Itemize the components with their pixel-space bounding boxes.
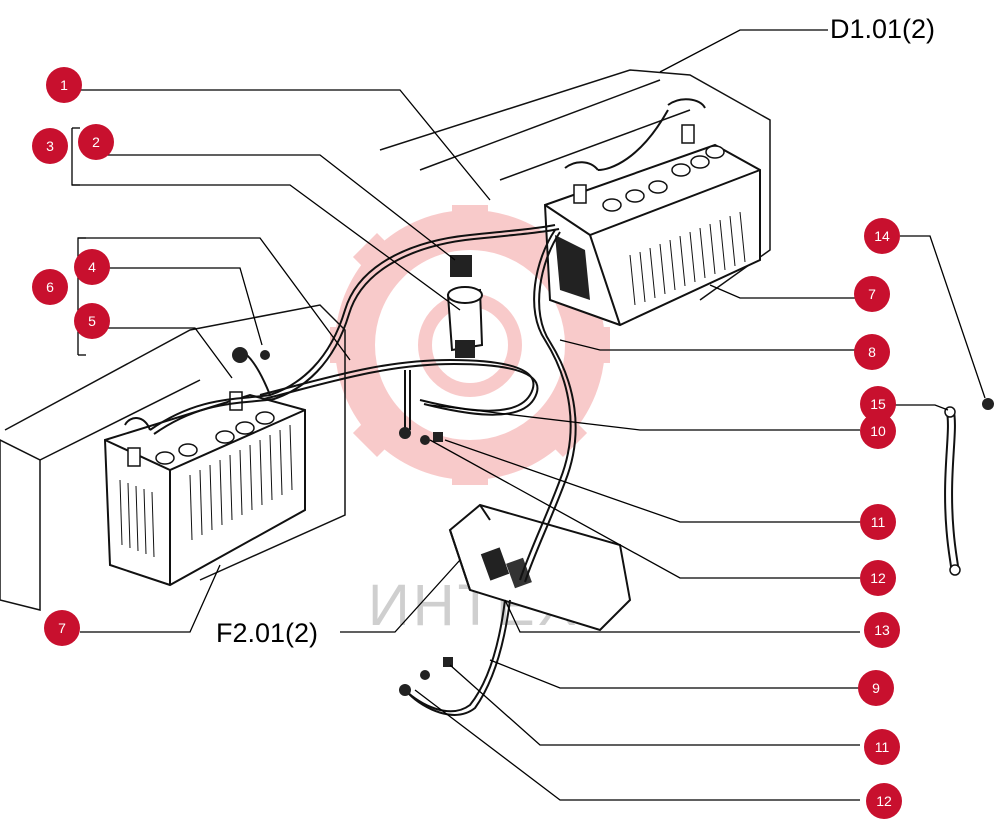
svg-text:11: 11 [875,739,890,755]
svg-text:9: 9 [872,680,880,696]
callout-10: 10 [860,413,896,449]
callout-1: 1 [46,67,82,103]
svg-text:12: 12 [870,570,886,586]
callout-11-upper: 11 [860,504,896,540]
svg-text:7: 7 [868,286,876,302]
callout-12-upper: 12 [860,560,896,596]
svg-text:3: 3 [46,138,54,154]
watermark-gear-logo [330,205,610,485]
battery-lower [103,391,306,587]
svg-text:12: 12 [876,793,892,809]
callout-5: 5 [74,303,110,339]
svg-text:5: 5 [88,313,96,329]
svg-text:11: 11 [871,514,886,530]
svg-text:2: 2 [92,134,100,150]
callout-4: 4 [74,249,110,285]
svg-text:1: 1 [60,77,68,93]
svg-text:14: 14 [874,228,890,244]
svg-text:4: 4 [88,259,96,275]
callout-12-lower: 12 [866,783,902,819]
callout-8: 8 [854,334,890,370]
callout-14: 14 [864,218,900,254]
reference-label-bottom: F2.01(2) [216,618,318,648]
callout-9: 9 [858,670,894,706]
svg-text:13: 13 [874,622,890,638]
callout-7-left: 7 [44,610,80,646]
callout-13: 13 [864,612,900,648]
cables [149,109,669,716]
callout-7-right: 7 [854,276,890,312]
callout-11-lower: 11 [864,729,900,765]
svg-text:8: 8 [868,344,876,360]
svg-text:10: 10 [870,423,886,439]
callout-3: 3 [32,128,68,164]
battery-switch [446,255,484,358]
chassis-outline [0,69,771,611]
callout-2: 2 [78,124,114,160]
svg-text:15: 15 [870,396,886,412]
callout-15: 15 [860,386,896,422]
battery-upper [543,98,761,327]
svg-text:7: 7 [58,620,66,636]
starter-motor [448,503,632,632]
callout-6: 6 [32,269,68,305]
terminal-hardware [232,347,994,696]
reference-label-top: D1.01(2) [830,14,935,44]
ground-strap [944,406,961,576]
svg-text:6: 6 [46,279,54,295]
